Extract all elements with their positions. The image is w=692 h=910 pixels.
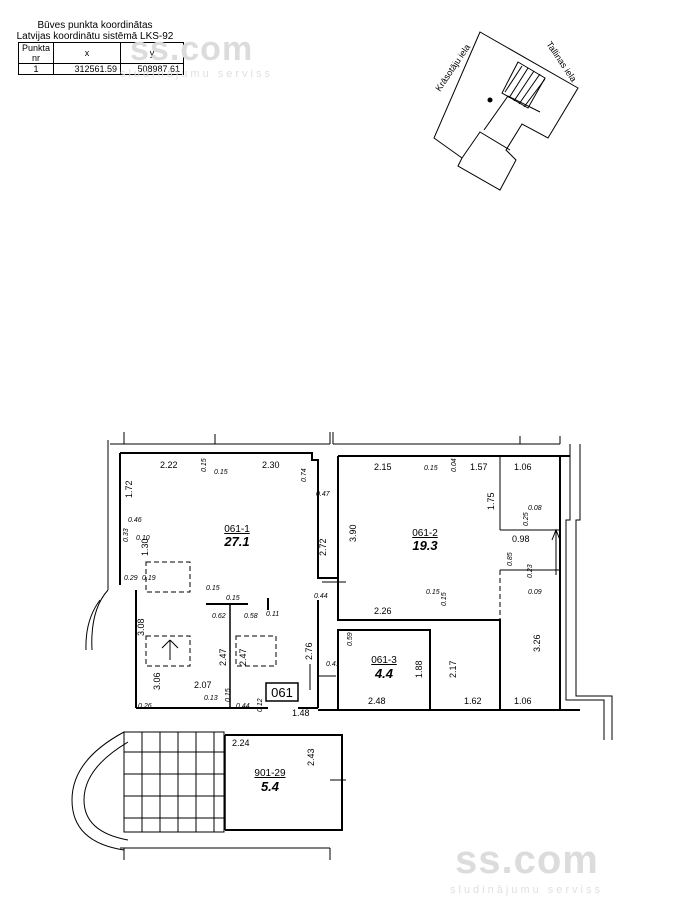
dim: 3.08 [136,618,146,636]
coordinates-title: Būves punkta koordinātas [37,20,153,31]
dim: 2.24 [232,738,250,748]
dim: 2.30 [262,460,280,470]
dim: 0.15 [441,592,448,606]
room-labels: 061-1 27.1 061-2 19.3 061-3 4.4 901-29 5… [223,524,438,794]
dim: 0.10 [136,535,150,542]
dim: 0.25 [523,512,530,526]
dim: 0.15 [225,688,232,702]
dim: 0.47 [316,491,331,498]
entrance-stairs [71,731,225,851]
site-plan-hatched-unit [501,61,546,109]
room-area-061-3: 4.4 [374,666,394,681]
dim: 0.59 [347,632,354,646]
room-id-061-3: 061-3 [371,655,397,666]
street-label-krasotaju: Krāsotāju iela [433,42,472,93]
watermark-tagline-bottom: sludinājumu serviss [450,884,603,896]
building-tag-box [265,682,299,702]
dim: 2.72 [318,538,328,556]
dim: 2.47 [218,648,228,666]
table-cell: 508987.61 [120,63,185,75]
dim: 0.98 [512,534,530,544]
coordinates-subtitle: Latvijas koordinātu sistēmā LKS-92 [16,31,174,42]
room-area-901-29: 5.4 [261,779,280,794]
room-061-2-wall [337,456,501,710]
dim: 0.74 [301,468,308,482]
dim: 0.29 [124,575,138,582]
watermark-logo-top: ss.com [130,30,254,68]
dimension-labels: 2.22 0.15 0.15 2.30 0.74 0.47 1.72 0.46 … [123,458,542,766]
dim: 0.44 [236,703,250,710]
dim: 2.76 [304,642,314,660]
dim: 0.15 [214,469,228,476]
dim: 2.48 [368,696,386,706]
table-header-row: Punkta nr x y [17,42,185,64]
dim: 3.26 [532,634,542,652]
dim: 0.09 [528,589,542,596]
dim: 1.30 [140,538,150,556]
room-061-1-wall [120,452,338,579]
dim: 1.06 [514,462,532,472]
dim: 0.23 [527,564,534,578]
room-id-901-29: 901-29 [254,768,286,779]
dim: 0.15 [206,585,220,592]
watermark-tagline-top: sludinājumu serviss [120,68,273,80]
dim: 1.06 [514,696,532,706]
street-label-tallinas: Tallinas iela [544,40,578,84]
watermark-logo-bottom: ss.com [455,838,599,882]
dim: 0.58 [244,613,258,620]
building-tag: 061 [271,685,293,700]
dim: 0.13 [204,695,218,702]
dim: 2.26 [374,606,392,616]
dim: 2.47 [238,648,248,666]
dim: 0.15 [424,465,438,472]
site-plan-building-outline [433,31,579,191]
table-header-cell: x [53,42,122,64]
dim: 0.33 [123,528,130,542]
dashed-outlines [145,561,501,710]
dim: 0.11 [266,611,279,618]
dim: 2.43 [306,748,316,766]
dim: 1.62 [464,696,482,706]
dim: 0.12 [257,698,264,712]
dim: 1.72 [124,480,134,498]
dim: 0.62 [212,613,226,620]
site-plan-point-marker [487,97,493,103]
dim: 0.44 [314,593,328,600]
dim: 3.06 [152,672,162,690]
site-plan [433,31,579,191]
dim: 2.22 [160,460,178,470]
room-id-061-1: 061-1 [224,524,250,535]
dim: 1.88 [414,660,424,678]
dim: 0.85 [507,552,514,566]
site-plan-inner-line [461,131,511,159]
dim: 0.41 [326,661,340,668]
dim: 0.04 [451,458,458,472]
room-area-061-2: 19.3 [412,538,438,553]
table-cell: 1 [17,63,55,75]
dim: 1.48 [292,708,310,718]
dim: 3.90 [348,524,358,542]
dim: 0.15 [226,595,240,602]
dim: 0.15 [426,589,440,596]
coordinates-table: Punkta nr x y 1 312561.59 508987.61 [17,42,185,75]
table-header-cell: Punkta nr [17,42,55,64]
dim: 0.15 [201,458,208,472]
dim: 1.75 [486,492,496,510]
dim: 0.26 [138,703,152,710]
room-area-061-1: 27.1 [223,534,249,549]
table-cell: 312561.59 [53,63,122,75]
dim: 0.19 [142,575,156,582]
dim: 1.57 [470,462,488,472]
floor-plan-walls [85,432,613,860]
dim: 0.46 [128,517,142,524]
dim: 2.15 [374,462,392,472]
dim: 2.07 [194,680,212,690]
table-row: 1 312561.59 508987.61 [17,63,185,75]
direction-arrows [161,528,561,660]
room-id-061-2: 061-2 [412,528,438,539]
dim: 2.17 [448,660,458,678]
dim: 0.08 [528,505,542,512]
